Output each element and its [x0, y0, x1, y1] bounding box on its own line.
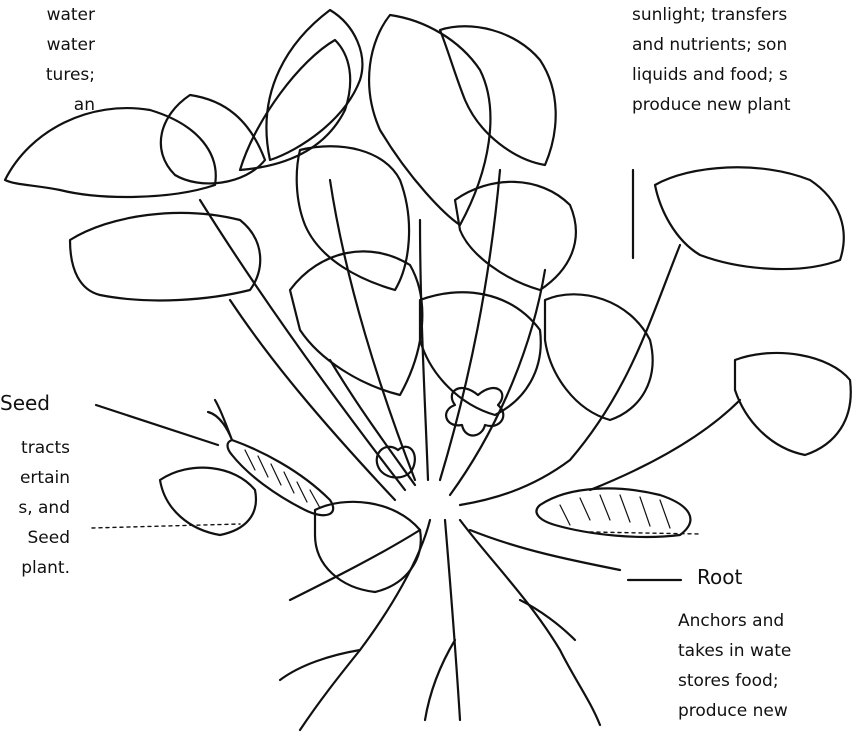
- leaf: [161, 95, 265, 183]
- top-right-description: sunlight; transfers and nutrients; son l…: [632, 0, 791, 120]
- description-line: stores food;: [678, 666, 791, 696]
- leaf: [266, 10, 362, 160]
- ground-line: [92, 524, 700, 534]
- description-line: liquids and food; s: [632, 60, 791, 90]
- root: [445, 520, 460, 720]
- description-line: tures;: [46, 60, 95, 90]
- seed-pod: [536, 488, 690, 537]
- description-line: water: [46, 0, 95, 30]
- description-line: takes in wate: [678, 636, 791, 666]
- seed-pod-cap: [208, 400, 232, 440]
- description-line: and nutrients; son: [632, 30, 791, 60]
- stem: [330, 180, 415, 480]
- description-line: tracts: [18, 433, 70, 463]
- stem: [330, 360, 415, 485]
- description-line: Seed: [18, 523, 70, 553]
- leaf: [440, 26, 556, 165]
- description-line: produce new plant: [632, 90, 791, 120]
- root-description: Anchors and takes in wate stores food; p…: [678, 606, 791, 726]
- leaf: [735, 353, 851, 455]
- leaf: [369, 15, 490, 225]
- root: [470, 530, 620, 570]
- leaf: [297, 146, 409, 290]
- leaf: [655, 167, 844, 269]
- leaf: [5, 108, 216, 197]
- root: [425, 640, 455, 720]
- leaf: [240, 40, 350, 170]
- seed-description: tracts ertain s, and Seed plant.: [18, 433, 70, 583]
- description-line: water: [46, 30, 95, 60]
- description-line: produce new: [678, 696, 791, 726]
- root-heading: Root: [697, 562, 742, 592]
- leaf: [160, 468, 256, 535]
- description-line: Anchors and: [678, 606, 791, 636]
- root: [520, 600, 575, 640]
- stem: [590, 400, 740, 490]
- description-line: s, and: [18, 493, 70, 523]
- seed-heading: Seed: [0, 388, 50, 418]
- description-line: sunlight; transfers: [632, 0, 791, 30]
- description-line: an: [46, 90, 95, 120]
- stem: [200, 200, 405, 490]
- stem: [460, 245, 680, 505]
- description-line: plant.: [18, 553, 70, 583]
- root: [300, 520, 430, 730]
- description-line: ertain: [18, 463, 70, 493]
- leaf: [70, 213, 260, 300]
- seed-pointer-line: [96, 405, 218, 445]
- leaf: [545, 294, 653, 420]
